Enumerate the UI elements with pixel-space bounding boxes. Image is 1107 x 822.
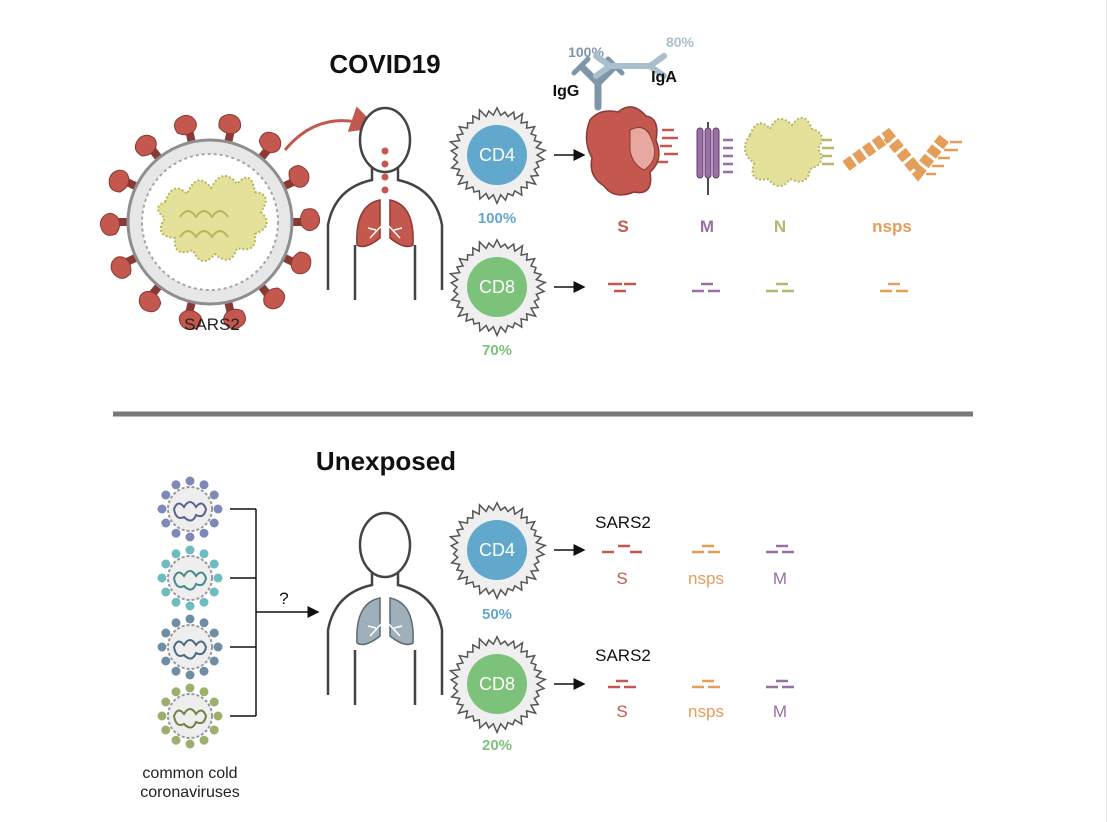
cd8-unexposed-epitope-nsps	[692, 679, 720, 689]
common-cold-virus-icon	[157, 545, 223, 611]
common-cold-virus-group	[157, 476, 223, 749]
cd8-unexposed-protein-nsps: nsps	[688, 702, 724, 721]
cd4-cell-label: CD4	[479, 145, 515, 165]
unknown-exposure-question-mark: ?	[279, 589, 288, 608]
common-cold-virus-icon	[157, 476, 223, 542]
virus-label-sars2: SARS2	[184, 315, 240, 334]
cd4-unexposed-protein-m: M	[773, 569, 787, 588]
protein-label-n: N	[774, 217, 786, 236]
cd8-unexposed-epitope-m	[766, 679, 794, 689]
common-cold-label-line2: coronaviruses	[140, 784, 240, 801]
cd4-unexposed-percent: 50%	[482, 606, 512, 623]
cd8-epitope-m	[692, 282, 720, 293]
cd8-unexposed-protein-s: S	[616, 702, 627, 721]
n-protein-icon	[743, 117, 834, 187]
cd8-cell-label: CD8	[479, 277, 515, 297]
section-title-unexposed: Unexposed	[316, 446, 456, 476]
cd8-epitope-nsps	[880, 282, 908, 293]
protein-label-m: M	[700, 217, 714, 236]
cd8-epitope-s	[608, 282, 636, 293]
cd4-unexposed-protein-s: S	[616, 569, 627, 588]
m-protein-icon	[696, 122, 733, 195]
cd4-response-percent: 100%	[478, 210, 516, 227]
cd8-unexposed-cell-label: CD8	[479, 674, 515, 694]
cd8-epitope-n	[766, 282, 794, 293]
infection-arrow	[283, 106, 378, 151]
cd4-unexposed-epitope-nsps	[692, 544, 720, 554]
igg-antibody-icon	[571, 56, 625, 111]
human-silhouette-infected-icon	[326, 106, 444, 300]
igg-label: IgG	[553, 83, 580, 100]
cd8-unexposed-target-label: SARS2	[595, 646, 651, 665]
common-cold-virus-icon	[157, 614, 223, 680]
cd8-t-cell-unexposed-icon: CD8	[448, 635, 548, 735]
human-silhouette-unexposed-icon	[326, 511, 444, 705]
cd8-nucleus	[467, 257, 527, 317]
sars2-virus-icon	[99, 113, 321, 331]
cd4-t-cell-unexposed-icon: CD4	[448, 501, 548, 601]
cd4-unexposed-cell-label: CD4	[479, 540, 515, 560]
spike-protein-icon	[585, 106, 678, 196]
virus-bracket	[230, 508, 318, 717]
cd8-unexposed-percent: 20%	[482, 737, 512, 754]
protein-label-s: S	[617, 217, 628, 236]
cd4-t-cell-icon: CD4	[448, 106, 548, 206]
cd4-unexposed-epitope-s	[602, 544, 642, 554]
common-cold-label-line1: common cold	[142, 765, 237, 782]
cd8-t-cell-icon: CD8	[448, 238, 548, 338]
nsps-protein-icon	[842, 127, 962, 182]
iga-percent: 80%	[666, 34, 695, 50]
cd4-unexposed-protein-nsps: nsps	[688, 569, 724, 588]
section-title-covid19: COVID19	[329, 49, 440, 79]
common-cold-virus-icon	[157, 683, 223, 749]
iga-antibody-icon	[593, 53, 667, 79]
cd8-unexposed-protein-m: M	[773, 702, 787, 721]
cd8-response-percent: 70%	[482, 342, 512, 359]
iga-label: IgA	[651, 69, 677, 86]
protein-label-nsps: nsps	[872, 217, 912, 236]
cd8-unexposed-epitope-s	[608, 679, 636, 689]
cd4-nucleus	[467, 125, 527, 185]
cd4-unexposed-target-label: SARS2	[595, 513, 651, 532]
cd4-unexposed-epitope-m	[766, 544, 794, 554]
